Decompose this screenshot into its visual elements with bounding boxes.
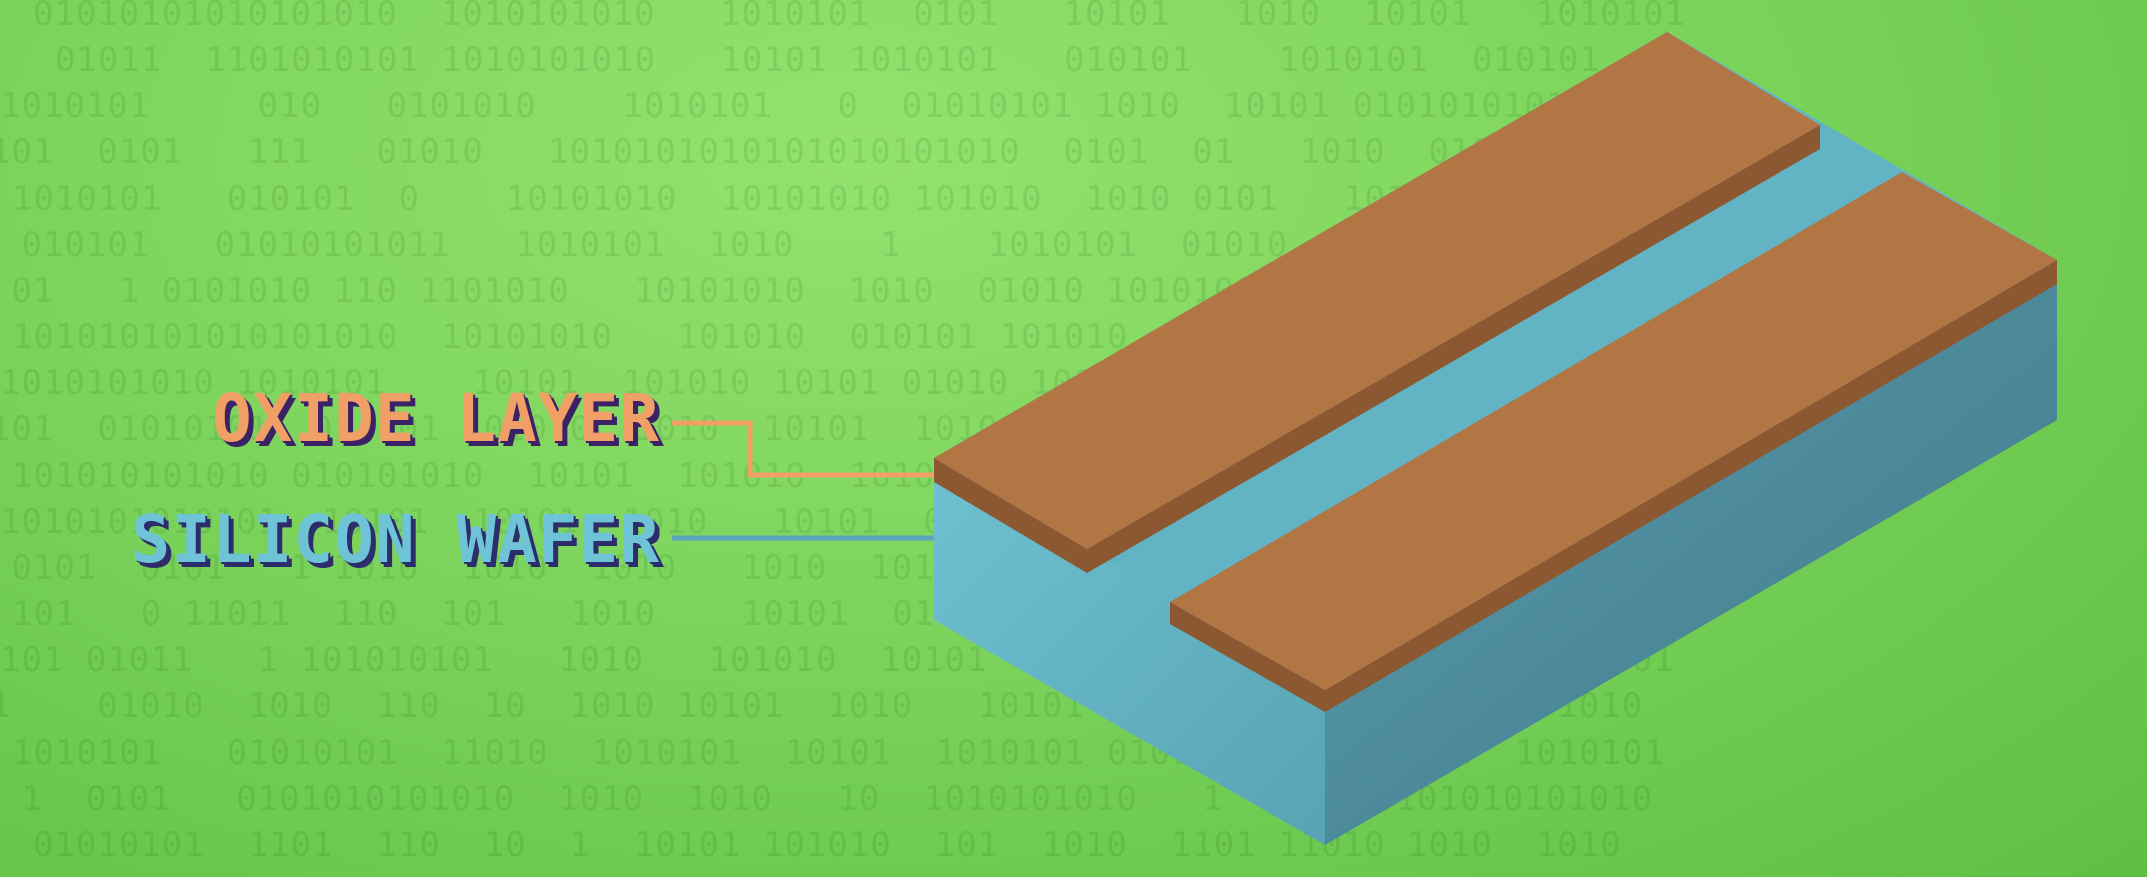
oxide-layer-label: OXIDE LAYER: [211, 380, 660, 457]
oxide-leader-line: [672, 420, 934, 478]
oxide-strip-2-front-face: [1170, 602, 1325, 712]
oxide-strip-1-side-face: [1087, 125, 1820, 573]
wafer-right-face: [1325, 260, 2057, 845]
wafer-top-face: [934, 32, 2057, 690]
oxide-strip-2-side-face: [1325, 260, 2057, 712]
silicon-wafer-label: SILICON WAFER: [130, 501, 660, 578]
oxide-strip-1-top: [934, 32, 1820, 549]
oxide-strip-1-front-face: [934, 458, 1087, 573]
oxide-strip-2-top: [1170, 172, 2057, 690]
wafer-left-face: [934, 458, 1325, 845]
